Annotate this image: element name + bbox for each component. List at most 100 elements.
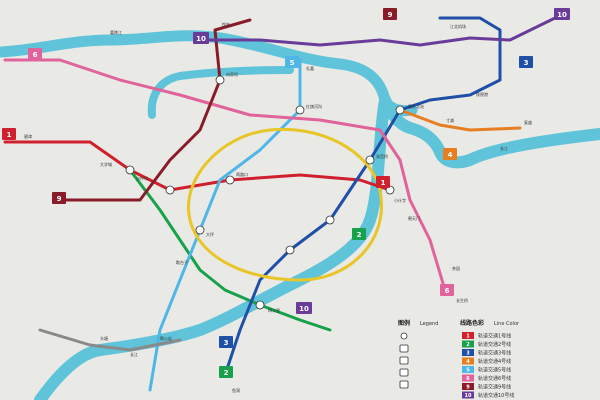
station-label[interactable]: 江北机场 xyxy=(450,23,466,29)
legend-swatch-number: 2 xyxy=(466,342,470,348)
legend-swatch xyxy=(462,332,474,339)
station-label[interactable]: 鹅公岩 xyxy=(160,335,172,341)
badge-line-2-south[interactable]: 2 xyxy=(219,366,233,378)
river-label-south: 长江 xyxy=(130,351,138,357)
line-1-path[interactable] xyxy=(3,140,392,192)
station-label[interactable]: 悦来 xyxy=(222,21,230,27)
svg-text:6: 6 xyxy=(33,51,38,59)
station-label[interactable]: 冉家坝 xyxy=(226,71,238,77)
station-label[interactable]: 头塘 xyxy=(100,335,108,341)
legend-item-label: 轨道交通4号线 xyxy=(478,358,511,365)
legend-swatch-number: 5 xyxy=(466,368,470,374)
station-label[interactable]: 观音桥 xyxy=(376,153,388,159)
station-label[interactable]: 重庆北站 xyxy=(408,103,424,109)
legend-swatch xyxy=(462,383,474,390)
badge-line-9[interactable]: 9 xyxy=(383,8,397,20)
station-label[interactable]: 复盛 xyxy=(524,119,532,125)
badge-line-1-east[interactable]: 1 xyxy=(376,176,390,188)
transfer-station[interactable] xyxy=(395,105,405,115)
transfer-station[interactable] xyxy=(295,105,305,115)
river-yangtze-south xyxy=(34,94,391,400)
svg-text:6: 6 xyxy=(445,287,450,295)
legend-swatch-number: 3 xyxy=(466,351,470,357)
badge-line-3-north[interactable]: 3 xyxy=(519,56,533,68)
station-label[interactable]: 茶园 xyxy=(452,265,460,271)
legend-lines-title: 线路色彩 xyxy=(460,319,484,327)
station-label[interactable]: 礼嘉 xyxy=(306,65,314,71)
station-label[interactable]: 小什字 xyxy=(394,197,406,203)
legend-item: 2 轨道交通2号线 xyxy=(462,340,511,348)
svg-text:3: 3 xyxy=(524,59,529,67)
legend-item-label: 轨道交通10号线 xyxy=(478,392,514,399)
station-label[interactable]: 大坪 xyxy=(206,231,214,237)
station-label[interactable]: 四公里 xyxy=(268,307,280,313)
rivers xyxy=(0,30,600,400)
legend-item-label: 轨道交通2号线 xyxy=(478,341,511,348)
branch-line-gray[interactable] xyxy=(38,328,182,352)
svg-text:10: 10 xyxy=(196,35,206,43)
badge-line-6-south[interactable]: 6 xyxy=(440,284,454,296)
transfer-station[interactable] xyxy=(195,225,205,235)
loop-line-path[interactable] xyxy=(187,127,383,282)
badge-line-6-west[interactable]: 6 xyxy=(28,48,42,60)
station-label[interactable]: 碧津 xyxy=(24,133,32,139)
transfer-station[interactable] xyxy=(255,300,265,310)
svg-text:9: 9 xyxy=(57,195,62,203)
station-label[interactable]: 保税港 xyxy=(476,91,488,97)
badge-line-3-south[interactable]: 3 xyxy=(219,336,233,348)
badge-line-5-north[interactable]: 5 xyxy=(285,56,299,68)
transfer-station[interactable] xyxy=(325,215,335,225)
river-label-east: 长江 xyxy=(500,145,508,151)
station-label[interactable]: 寸滩 xyxy=(446,117,454,123)
badge-line-10-south[interactable]: 10 xyxy=(296,302,312,314)
legend-item: 3 轨道交通3号线 xyxy=(462,349,511,357)
line-2-path[interactable] xyxy=(128,168,332,332)
transfer-station[interactable] xyxy=(225,175,235,185)
river-west-branch xyxy=(147,66,294,119)
svg-text:10: 10 xyxy=(557,11,567,19)
badge-line-10-top[interactable]: 10 xyxy=(193,32,209,44)
svg-text:10: 10 xyxy=(299,305,309,313)
svg-text:5: 5 xyxy=(290,59,295,67)
line-4-path[interactable] xyxy=(398,108,522,132)
legend-swatch xyxy=(462,357,474,365)
transfer-station[interactable] xyxy=(125,165,135,175)
station-label[interactable]: 朝天门 xyxy=(408,215,420,221)
line-10-path[interactable] xyxy=(198,16,557,47)
line-9-path[interactable] xyxy=(58,18,252,202)
badge-line-1-west[interactable]: 1 xyxy=(2,128,16,140)
river-labels: 嘉陵江 长江 长江 xyxy=(110,29,508,357)
svg-text:2: 2 xyxy=(224,369,229,377)
legend-swatch xyxy=(462,391,474,399)
station-label[interactable]: 红旗河沟 xyxy=(306,103,322,109)
svg-text:2: 2 xyxy=(357,231,362,239)
svg-text:1: 1 xyxy=(381,179,386,187)
transfer-station[interactable] xyxy=(285,245,295,255)
legend-title: 图例 xyxy=(398,319,410,327)
legend-item-label: 轨道交通3号线 xyxy=(478,350,511,357)
line-6-path[interactable] xyxy=(3,58,447,292)
transfer-station[interactable] xyxy=(215,75,225,85)
transfer-station[interactable] xyxy=(365,155,375,165)
badge-line-9-west[interactable]: 9 xyxy=(52,192,66,204)
badge-line-4-east[interactable]: 4 xyxy=(443,148,457,160)
station-label[interactable]: 鱼洞 xyxy=(232,387,240,393)
badge-line-2-mid[interactable]: 2 xyxy=(352,228,366,240)
line-badges: 9 10 10 3 5 6 1 9 xyxy=(2,8,570,378)
station-label[interactable]: 长生桥 xyxy=(456,297,468,303)
transfer-station[interactable] xyxy=(165,185,175,195)
station-label[interactable]: 两路口 xyxy=(236,171,248,177)
station-label[interactable]: 沙坪坝 xyxy=(136,175,148,181)
station-label[interactable]: 大学城 xyxy=(100,161,112,167)
legend-item-label: 轨道交通5号线 xyxy=(478,367,511,374)
legend-station-icon xyxy=(400,332,408,340)
metro-lines xyxy=(3,16,557,392)
station-label[interactable]: 歇台子 xyxy=(176,259,188,265)
badge-line-10-end[interactable]: 10 xyxy=(554,8,570,20)
svg-text:4: 4 xyxy=(448,151,453,159)
